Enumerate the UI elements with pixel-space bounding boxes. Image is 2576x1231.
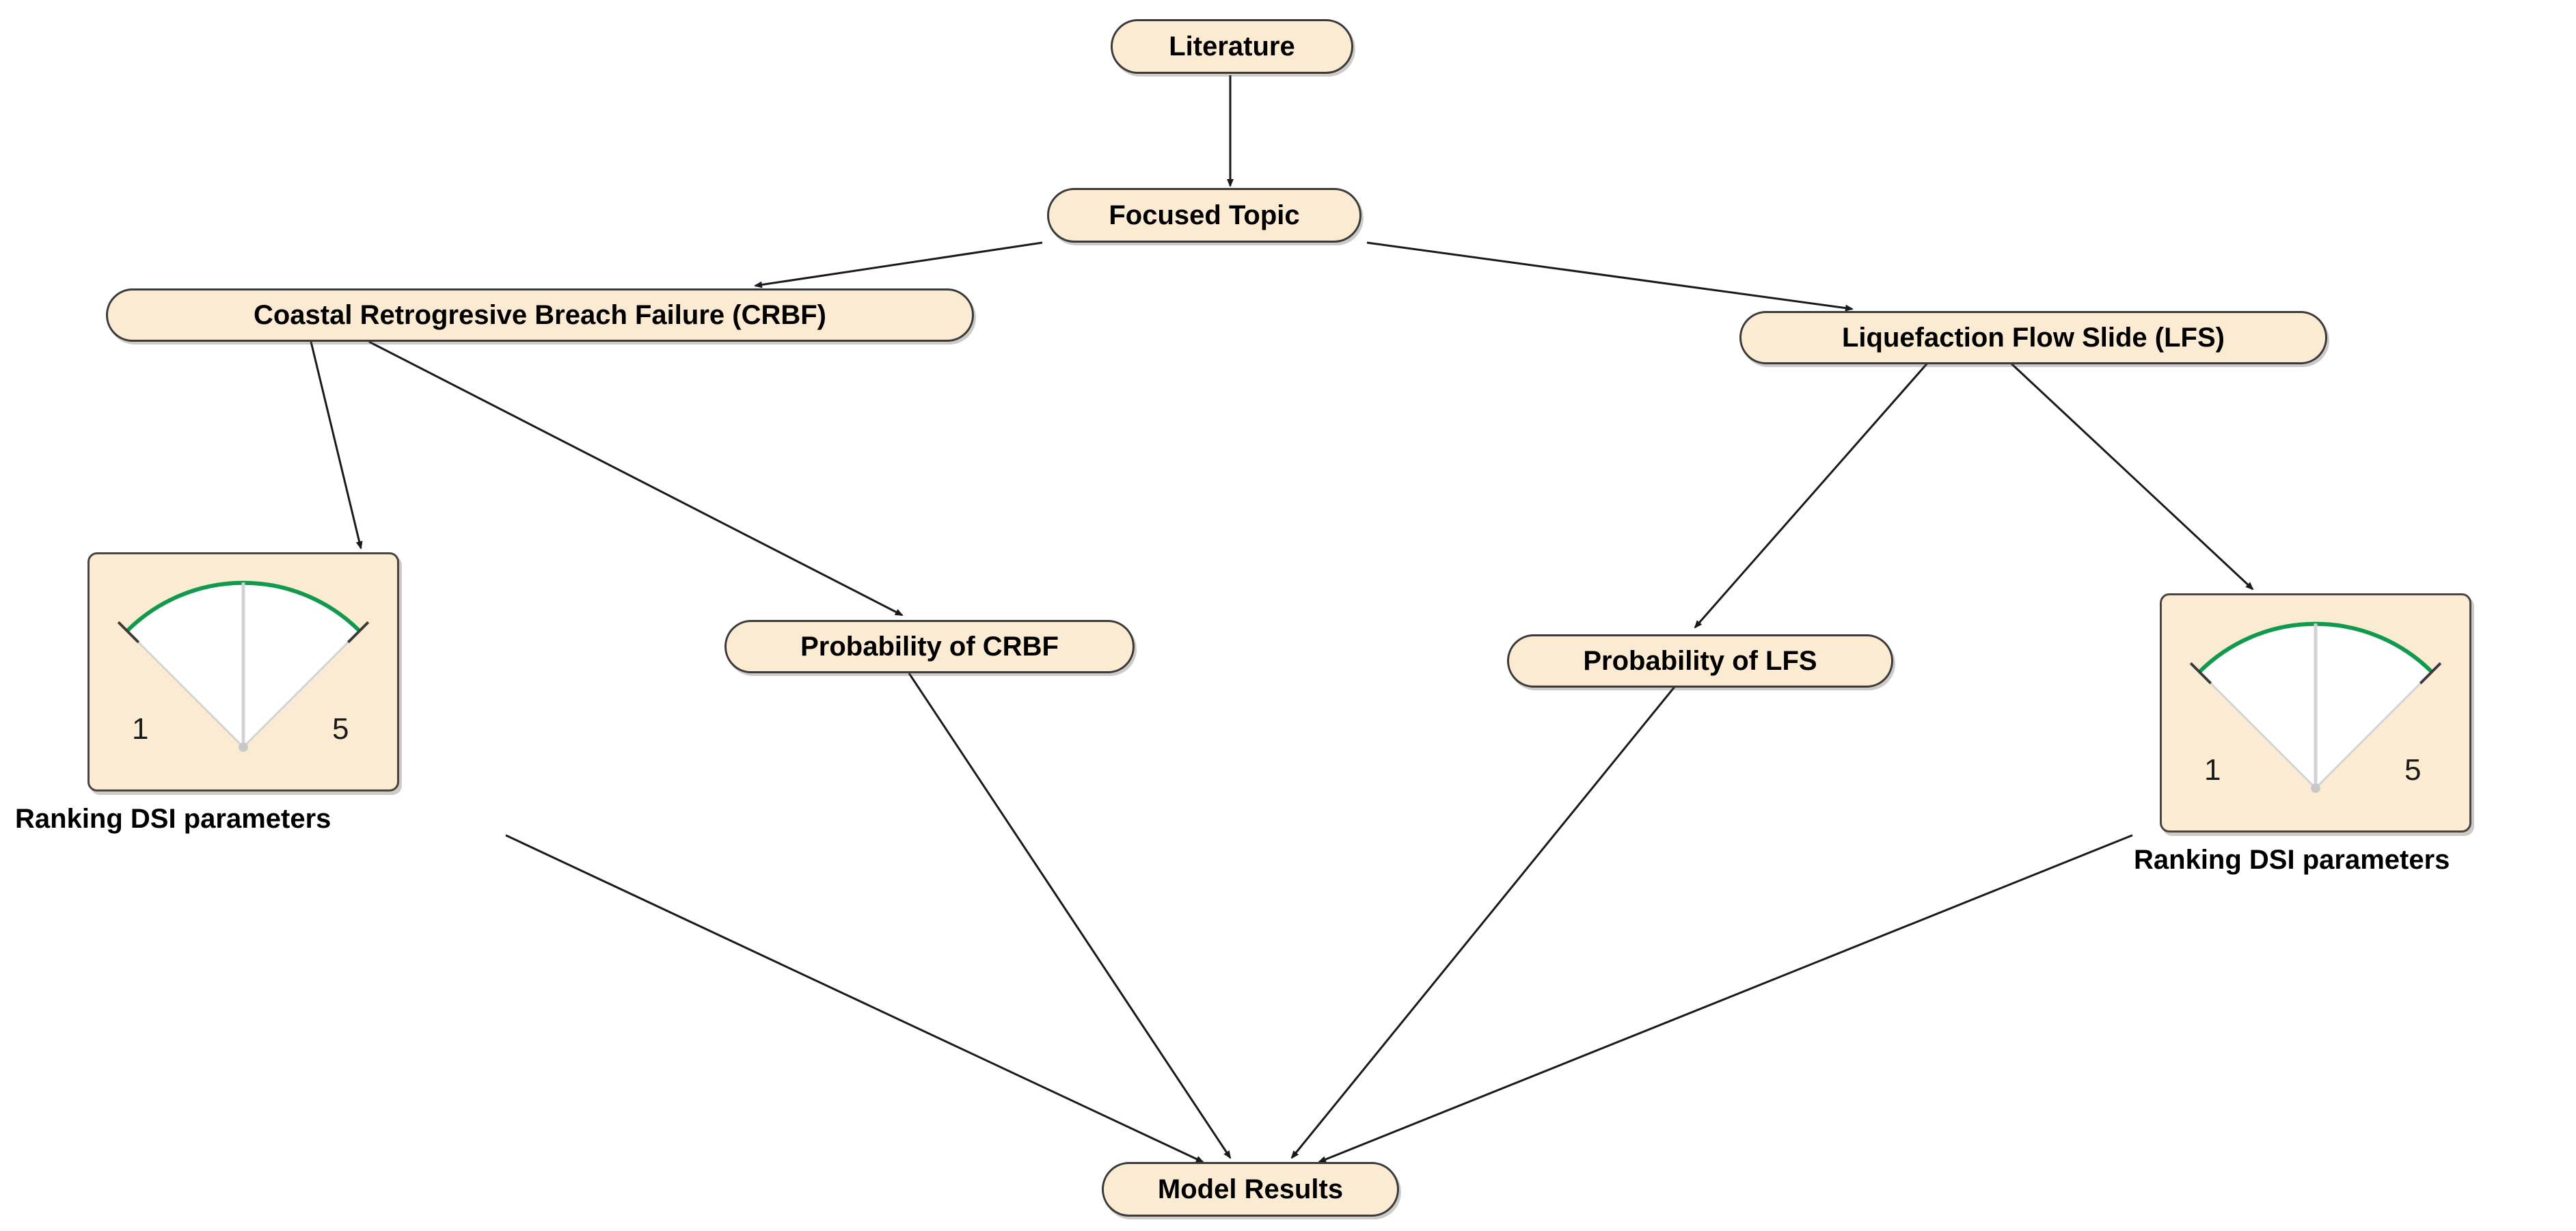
node-focused-topic[interactable]: Focused Topic <box>1047 188 1361 243</box>
edge-focused-topic-to-crbf <box>754 241 1043 288</box>
gauge-left-graphic <box>117 580 370 752</box>
edge-probability-lfs-to-model-results <box>1290 686 1676 1159</box>
gauge-left-min-tick <box>117 621 140 644</box>
edge-crbf-to-probability-crbf <box>368 340 904 617</box>
gauge-left-max-tick <box>347 621 370 644</box>
node-probability-crbf-label: Probability of CRBF <box>800 632 1059 662</box>
node-probability-crbf[interactable]: Probability of CRBF <box>724 620 1135 673</box>
gauge-right-min-tick <box>2189 662 2212 685</box>
gauge-left-min-radius <box>126 630 245 748</box>
gauge-left-caption: Ranking DSI parameters <box>15 804 331 834</box>
node-literature-label: Literature <box>1169 31 1295 62</box>
edge-gauge-right-to-model-results <box>1318 834 2133 1163</box>
edge-focused-topic-to-lfs <box>1366 241 1854 312</box>
gauge-right-max-tick <box>2419 662 2442 685</box>
gauge-right-min-radius <box>2198 671 2317 789</box>
node-model-results[interactable]: Model Results <box>1102 1162 1399 1217</box>
node-crbf[interactable]: Coastal Retrogresive Breach Failure (CRB… <box>106 288 974 342</box>
edge-lfs-to-probability-lfs <box>1694 355 1936 629</box>
node-probability-lfs-label: Probability of LFS <box>1583 646 1817 676</box>
gauge-right: 1 5 <box>2160 593 2471 833</box>
gauge-left-max-radius <box>242 630 361 748</box>
gauge-right-min-label: 1 <box>2204 753 2221 787</box>
gauge-right-caption: Ranking DSI parameters <box>2134 845 2450 875</box>
gauge-right-max-radius <box>2314 671 2433 789</box>
node-literature[interactable]: Literature <box>1111 19 1353 74</box>
gauge-right-graphic <box>2189 621 2442 793</box>
node-crbf-label: Coastal Retrogresive Breach Failure (CRB… <box>253 300 826 330</box>
node-lfs[interactable]: Liquefaction Flow Slide (LFS) <box>1739 311 2327 364</box>
gauge-left-hub <box>239 742 248 752</box>
edge-probability-crbf-to-model-results <box>908 673 1232 1159</box>
node-probability-lfs[interactable]: Probability of LFS <box>1507 634 1893 688</box>
gauge-right-hub <box>2311 783 2320 793</box>
node-focused-topic-label: Focused Topic <box>1109 200 1300 230</box>
gauge-left-max-label: 5 <box>332 712 349 746</box>
gauge-right-max-label: 5 <box>2404 753 2422 787</box>
node-lfs-label: Liquefaction Flow Slide (LFS) <box>1842 323 2225 353</box>
edge-lfs-to-gauge-right <box>2001 354 2254 591</box>
gauge-left: 1 5 <box>87 552 399 792</box>
edge-crbf-to-gauge-left <box>310 341 363 550</box>
gauge-left-min-label: 1 <box>132 712 149 746</box>
node-model-results-label: Model Results <box>1157 1174 1344 1204</box>
edge-gauge-left-to-model-results <box>505 834 1204 1163</box>
